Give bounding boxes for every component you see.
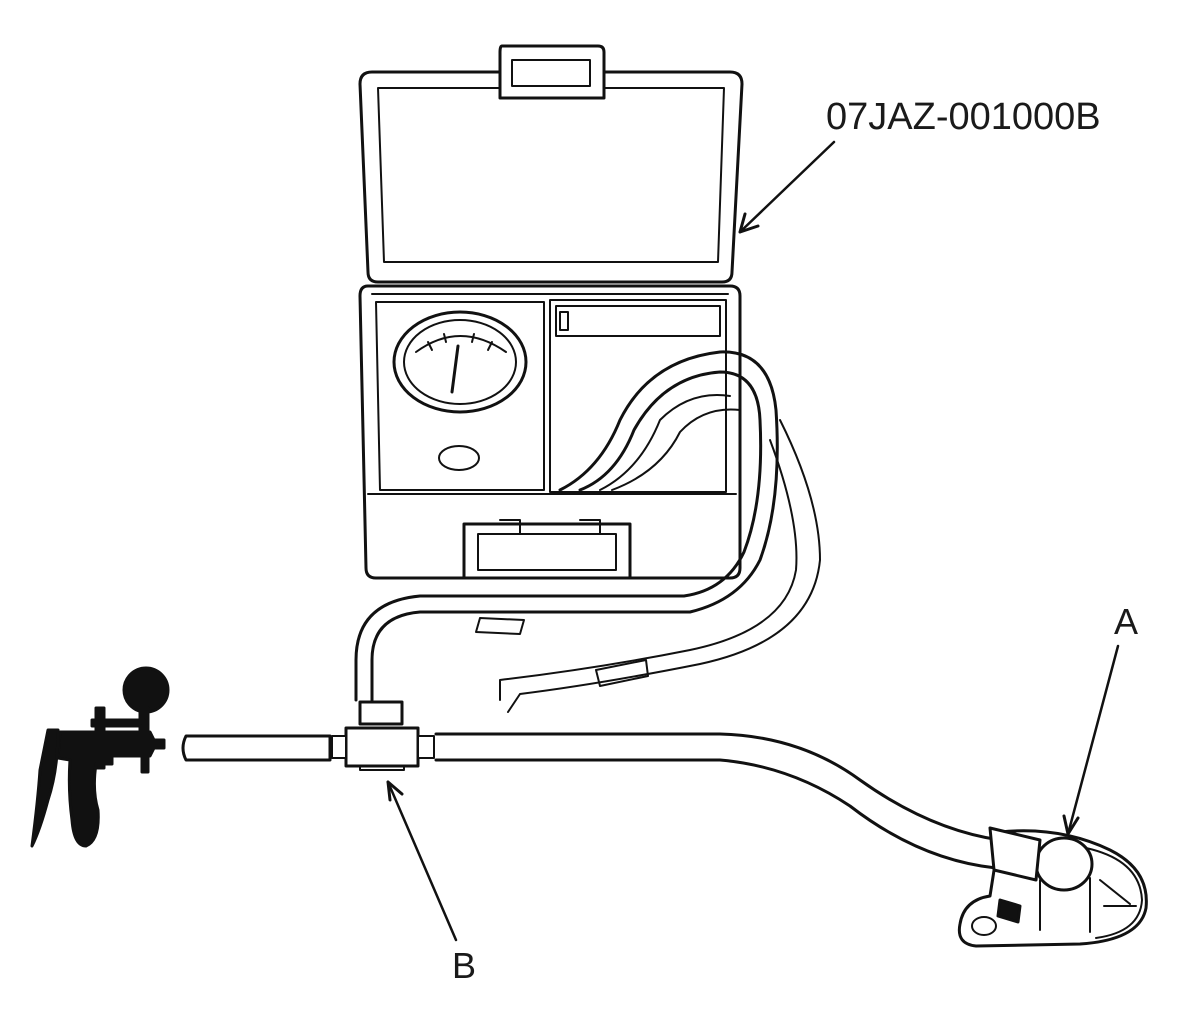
part-number-label: 07JAZ-001000B — [826, 96, 1101, 138]
vacuum-diaphragm-icon — [957, 826, 1148, 948]
callout-arrows — [386, 140, 1120, 942]
coiled-hoses — [354, 350, 821, 713]
callout-b-label: B — [452, 945, 477, 986]
tester-case-icon — [358, 44, 744, 580]
pressure-gauge-icon — [392, 310, 528, 471]
leader-b — [386, 780, 458, 942]
leader-part-number — [738, 140, 836, 234]
leader-a — [1066, 644, 1120, 836]
diaphragm-hose — [434, 732, 1002, 870]
pump-hose — [181, 734, 332, 762]
hand-vacuum-pump-icon — [30, 666, 170, 848]
callout-a-label: A — [1114, 601, 1139, 642]
t-joint-icon — [331, 700, 435, 771]
